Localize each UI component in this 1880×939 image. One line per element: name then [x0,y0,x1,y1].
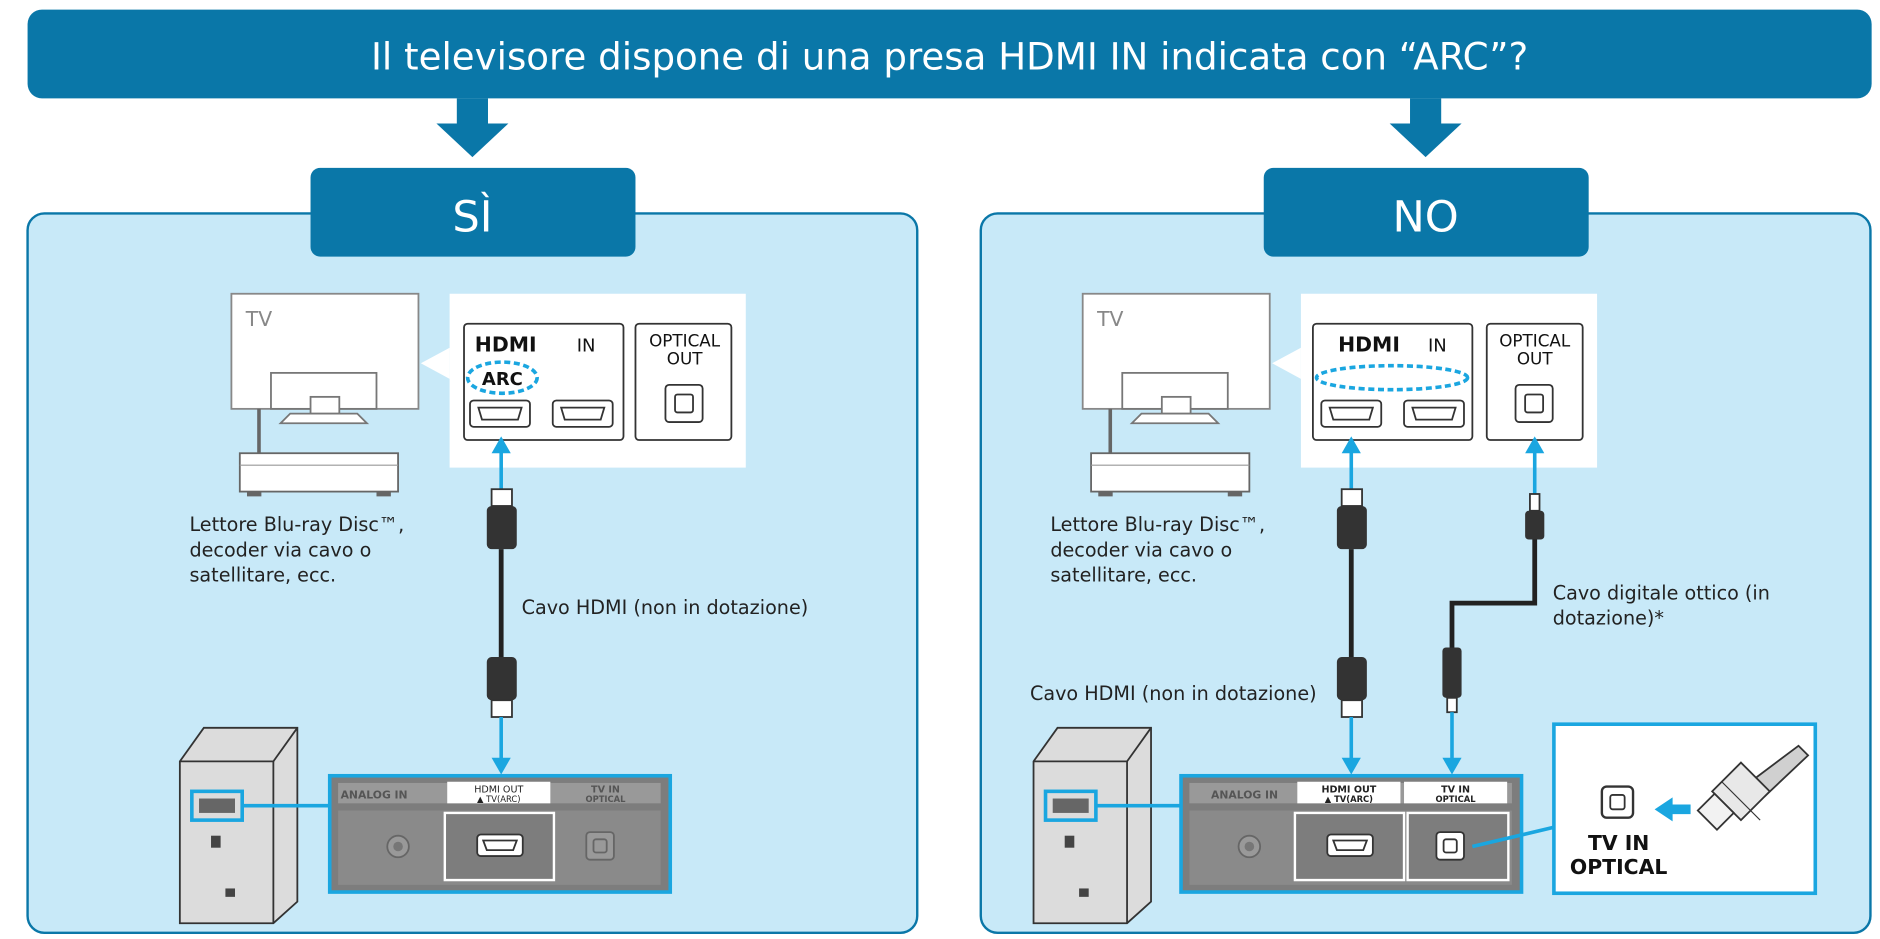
optical-out-port [664,383,704,423]
hdmi-out-no-2: ▲ TV(ARC) [1325,794,1373,804]
optical-out-port-no [1514,383,1554,423]
yes-title: SÌ [452,191,492,242]
tv-in-label-1: TV IN [591,785,620,796]
tv-illustration-no: TV [1081,292,1271,425]
analog-in-label-no: ANALOG IN [1211,789,1278,802]
hdmi-cable-label: Cavo HDMI (non in dotazione) [522,596,809,619]
optical-in-port [585,831,615,861]
no-tab [1263,167,1589,257]
player-label-no-2: decoder via cavo o [1050,538,1232,561]
yes-tab [310,167,636,257]
panel-yes: SÌ TV Lettore Blu-ray Disc™, decoder via… [26,167,919,935]
tv-in-no-1: TV IN [1441,785,1470,796]
player-label-1: Lettore Blu-ray Disc™, [189,513,404,536]
arc-label: ARC [482,369,523,390]
hdmi-logo-no: HDMI [1338,332,1400,356]
hdmi-cable-label-no: Cavo HDMI (non in dotazione) [1030,682,1317,705]
arrow-down-no [1389,98,1462,158]
rear-panel-zoom-no: ANALOG IN HDMI OUT ▲ TV(ARC) TV IN OPTIC… [1179,773,1524,894]
optical-connector-zoom: TV IN OPTICAL [1552,722,1818,896]
tv-label: TV [245,307,272,331]
optical-cable [1442,436,1545,775]
hdmi-port-no-2 [1403,399,1465,428]
optical-cable-label-1: Cavo digitale ottico (in [1553,582,1770,605]
optical-out-label-2: OUT [667,348,703,368]
tv-ports-callout-no: HDMI IN OPTICAL OUT [1272,293,1598,468]
hdmi-cable-no [1336,436,1367,775]
zoom-label-1: TV IN [1588,831,1649,855]
hdmi-logo: HDMI [475,332,537,356]
hdmi-in-label-no: IN [1428,335,1447,356]
no-title: NO [1392,192,1458,242]
hdmi-port-2 [551,399,614,428]
player-label-2: decoder via cavo o [189,538,371,561]
player-box [238,452,399,497]
no-arc-highlight [1314,363,1470,392]
question-banner [27,9,1872,99]
optical-out-label-1: OPTICAL [649,331,721,351]
tv-ports-callout: HDMI IN ARC OPTICAL OUT [420,293,746,468]
optical-out-no-2: OUT [1517,348,1553,368]
tv-label-no: TV [1096,307,1123,331]
tv-illustration: TV [230,292,420,425]
hdmi-in-label: IN [577,335,596,356]
hdmi-out-no-1: HDMI OUT [1321,785,1376,796]
optical-cable-label-2: dotazione)* [1553,607,1665,630]
hdmi-cable [486,436,517,775]
player-label-no-1: Lettore Blu-ray Disc™, [1050,513,1265,536]
player-label-3: satellitare, ecc. [189,564,336,587]
optical-out-no-1: OPTICAL [1499,331,1571,351]
speaker-unit [178,726,299,925]
rear-panel-zoom: ANALOG IN HDMI OUT ▲ TV(ARC) TV IN OPTIC… [327,773,673,894]
hdmi-port-arc [469,399,531,428]
optical-in-port-no [1435,831,1465,861]
player-label-no-3: satellitare, ecc. [1050,564,1197,587]
player-box-no [1090,452,1251,497]
zoom-label-2: OPTICAL [1570,855,1667,879]
tv-in-label-2: OPTICAL [585,794,626,804]
speaker-unit-no [1032,726,1152,925]
arrow-down-yes [436,98,509,158]
tv-in-no-2: OPTICAL [1436,794,1477,804]
hdmi-out-label-1: HDMI OUT [474,785,523,796]
hdmi-out-label-2: ▲ TV(ARC) [477,794,520,804]
analog-in-label: ANALOG IN [341,789,408,802]
question-text: Il televisore dispone di una presa HDMI … [371,36,1528,79]
panel-no: NO TV Lettore Blu-ray Disc™, decoder via… [979,167,1872,935]
arc-highlight [465,360,539,396]
hdmi-port-no-1 [1320,399,1383,428]
